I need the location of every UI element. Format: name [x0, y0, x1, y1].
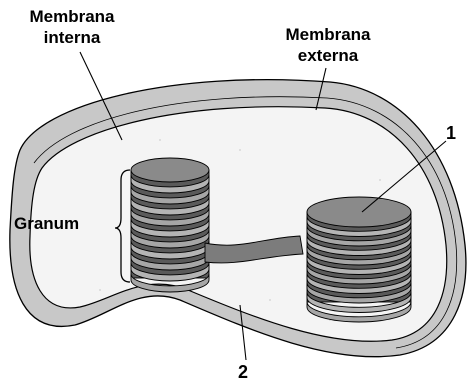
label-granum: Granum	[14, 214, 79, 234]
label-marker-1: 1	[446, 123, 456, 143]
granum-right	[307, 197, 411, 322]
label-membrana-interna-line1: Membrana	[18, 7, 126, 27]
label-membrana-interna-line2: interna	[18, 28, 126, 48]
label-membrana-externa-line1: Membrana	[268, 25, 388, 45]
label-membrana-externa-line2: externa	[268, 46, 388, 66]
label-marker-2: 2	[238, 362, 248, 382]
granum-left	[131, 158, 209, 292]
